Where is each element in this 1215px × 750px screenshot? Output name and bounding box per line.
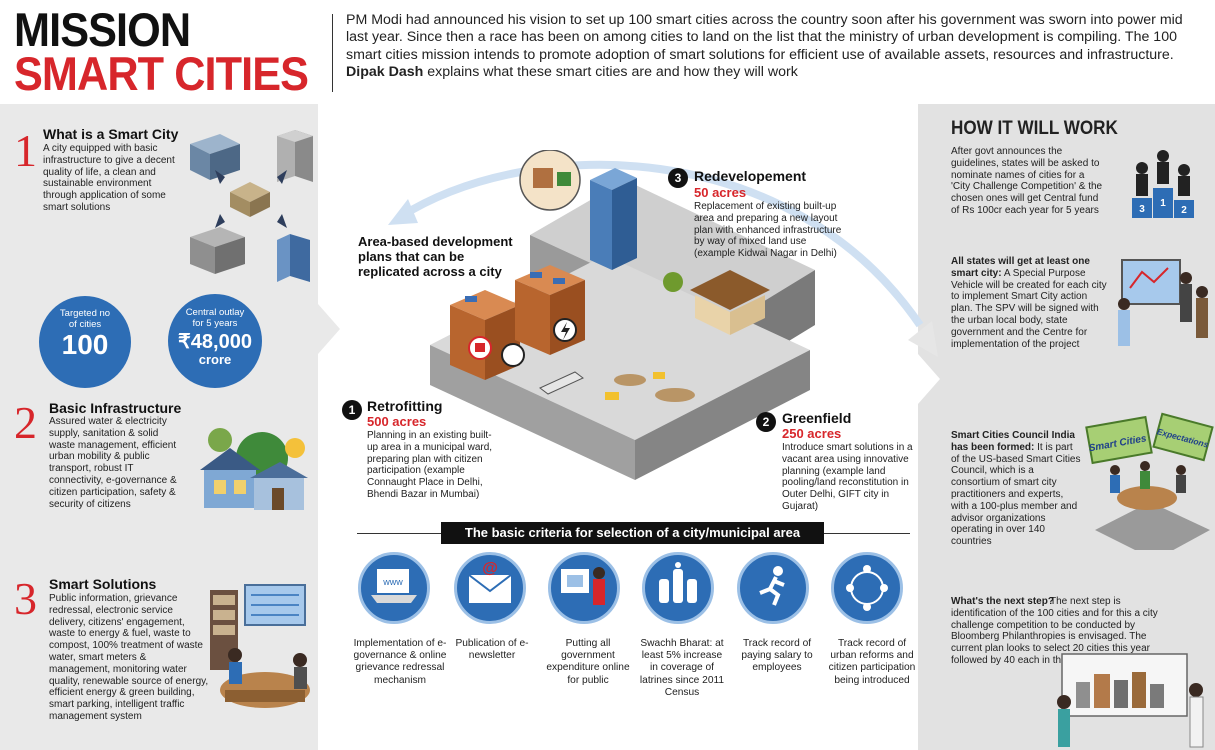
criteria-text-2: Publication of e-newsletter: [455, 638, 529, 662]
podium-illustration: 3 1 2: [1132, 150, 1194, 218]
retrofitting-title: Retrofitting: [367, 398, 443, 414]
city-platform-illustration: [430, 150, 815, 480]
how-it-works-title: HOW IT WILL WORK: [951, 118, 1118, 139]
criteria-text-5: Track record of paying salary to employe…: [741, 638, 813, 674]
greenfield-text: Introduce smart solutions in a vacant ar…: [782, 442, 913, 512]
section-number-1: 1: [14, 125, 37, 176]
targeted-cities-stat: Targeted no of cities 100: [39, 296, 131, 388]
redevelopment-text: Replacement of existing built-up area an…: [694, 201, 842, 260]
greenfield-badge: 2: [756, 412, 776, 432]
planning-board-illustration: [1118, 259, 1208, 346]
area-based-label: Area-based development plans that can be…: [358, 234, 513, 279]
how-step-2-bold: All states will get at least one smart c…: [951, 256, 1090, 279]
criteria-text-3: Putting all government expenditure onlin…: [546, 638, 630, 686]
how-step-2-text: All states will get at least one smart c…: [951, 256, 1111, 350]
city-model-illustration: [1057, 653, 1204, 748]
council-meeting-illustration: Smart Cities Expectations: [1085, 412, 1214, 550]
central-outlay-stat: Central outlay for 5 years ₹48,000 crore: [168, 294, 262, 388]
control-room-illustration: [210, 584, 310, 708]
smart-solutions-title: Smart Solutions: [49, 576, 157, 592]
basic-infrastructure-title: Basic Infrastructure: [49, 400, 182, 416]
how-step-4-bold: What's the next step?: [951, 596, 1054, 607]
retrofitting-badge: 1: [342, 400, 362, 420]
header-divider: [332, 14, 333, 92]
section-number-3: 3: [14, 573, 37, 624]
people-circle-icon: [831, 552, 903, 624]
redevelopment-badge: 3: [668, 168, 688, 188]
how-step-4-text-a: What's the next step?: [951, 596, 1176, 608]
how-step-1-text: After govt announces the guidelines, sta…: [951, 146, 1103, 216]
laptop-www-icon: www: [358, 552, 430, 624]
how-step-4-text: The next step is identification of the 1…: [951, 596, 1158, 666]
what-is-smart-city-text: A city equipped with basic infrastructur…: [43, 143, 175, 213]
greenfield-acres: 250 acres: [782, 426, 842, 441]
presenter-screen-icon: [548, 552, 620, 624]
podium-2: 2: [1181, 205, 1187, 216]
intro-paragraph: PM Modi had announced his vision to set …: [346, 12, 1206, 82]
house-illustration: [200, 428, 308, 510]
running-man-icon: [737, 552, 809, 624]
city-hub-illustration: [190, 130, 313, 282]
criteria-text-1: Implementation of e-governance & online …: [353, 638, 447, 686]
title-smart-cities: SMART CITIES: [14, 47, 309, 100]
what-is-smart-city-title: What is a Smart City: [43, 126, 179, 142]
targeted-cities-label: Targeted no of cities: [59, 308, 111, 330]
retrofitting-text: Planning in an existing built-up area in…: [367, 430, 493, 500]
at-text: @: [482, 560, 498, 577]
intro-text: PM Modi had announced his vision to set …: [346, 12, 1183, 63]
how-step-2-rest: A Special Purpose Vehicle will be create…: [951, 267, 1107, 350]
email-envelope-icon: @: [454, 552, 526, 624]
title-mission: MISSION: [14, 3, 191, 56]
toilet-icon: [642, 552, 714, 624]
redevelopment-acres: 50 acres: [694, 185, 747, 200]
podium-1: 1: [1160, 198, 1166, 209]
how-step-3-bold: Smart Cities Council India has been form…: [951, 430, 1075, 453]
podium-3: 3: [1139, 204, 1145, 215]
retrofitting-acres: 500 acres: [367, 414, 427, 429]
central-outlay-unit: crore: [198, 352, 232, 367]
byline-rest: explains what these smart cities are and…: [427, 64, 798, 81]
targeted-cities-value: 100: [61, 329, 109, 360]
criteria-text-6: Track record of urban reforms and citize…: [828, 638, 916, 686]
criteria-text-4: Swachh Bharat: at least 5% increase in c…: [639, 638, 725, 698]
central-outlay-value: ₹48,000: [178, 331, 252, 353]
greenfield-title: Greenfield: [782, 410, 852, 426]
how-step-3-rest: It is part of the US-based Smart Cities …: [951, 441, 1081, 548]
cycle-arrow: [388, 160, 938, 357]
www-text: www: [382, 577, 403, 587]
byline-name: Dipak Dash: [346, 64, 424, 81]
smart-solutions-text: Public information, grievance redressal,…: [49, 593, 209, 722]
how-step-3-text: Smart Cities Council India has been form…: [951, 430, 1081, 548]
redevelopment-title: Redevelopement: [694, 168, 807, 184]
criteria-title: The basic criteria for selection of a ci…: [441, 522, 824, 544]
section-number-2: 2: [14, 397, 37, 448]
basic-infrastructure-text: Assured water & electricity supply, sani…: [49, 416, 177, 510]
central-outlay-label: Central outlay for 5 years: [185, 307, 245, 329]
